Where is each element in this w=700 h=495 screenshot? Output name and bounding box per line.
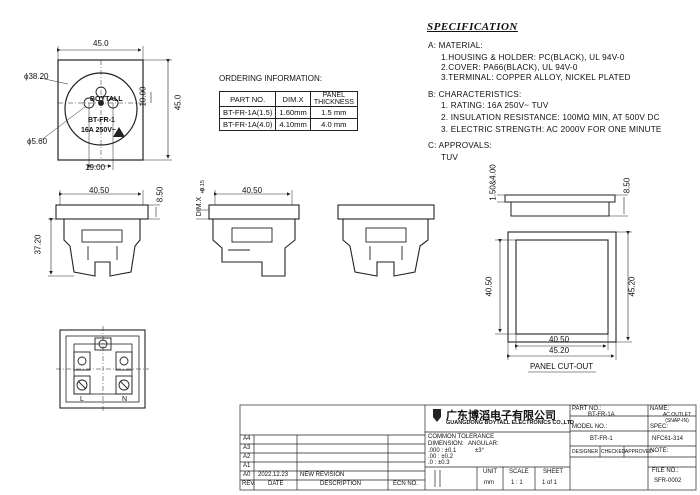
front-rating-label: 16A 250V~ — [81, 127, 116, 134]
rev-row-label: A1 — [243, 463, 251, 469]
tolerance-row: .00 : ±0.2 — [428, 454, 453, 460]
panel-outer-height-dim: 45.20 — [627, 276, 637, 297]
company-name-en: GUANGDONG BOYTALL ELECTRONICS CO.,LTD — [446, 420, 575, 426]
table-cell: 4.0 mm — [309, 118, 358, 131]
ordering-col-dimx: DIM.X — [275, 91, 311, 107]
panel-cutout-label: PANEL CUT-OUT — [530, 362, 594, 371]
spec-value: NFC61-314 — [652, 436, 684, 442]
spec-a-line: 3.TERMINAL: COPPER ALLOY, NICKEL PLATED — [441, 73, 631, 82]
spec-b-line: 1. RATING: 16A 250V~ TUV — [441, 101, 549, 110]
designer-label: DESIGNER — [572, 449, 599, 455]
sheet-label: SHEET — [543, 469, 564, 475]
side-a-depth-dim: 8.50 — [155, 186, 165, 203]
title-block-lines — [239, 404, 697, 491]
table-row: BT-FR-1A(4.0) 4.10mm 4.0 mm — [218, 118, 358, 131]
front-width-dim: 45.0 — [93, 39, 109, 48]
file-no-label: FILE NO.: — [652, 468, 679, 474]
panel-drawing — [495, 194, 632, 373]
checked-label: CHECKED — [601, 449, 626, 455]
rear-view — [56, 326, 149, 412]
spec-title: SPECIFICATION — [427, 21, 518, 33]
panel-depth-dim: 8.50 — [622, 177, 632, 194]
part-no-value: BT-FR-1A — [588, 412, 615, 418]
file-no-value: SFR-0002 — [654, 478, 682, 484]
table-row: BT-FR-1A(1.5) 1.60mm 1.5 mm — [218, 106, 358, 119]
side-view-right — [337, 204, 435, 277]
scale-value: 1 : 1 — [511, 480, 523, 486]
name-label: NAME: — [650, 406, 670, 412]
unit-label: UNIT — [483, 469, 497, 475]
front-pin-spacing-dim: 19.00 — [85, 163, 106, 172]
scale-label: SCALE — [509, 469, 529, 475]
rev-row-label: A3 — [243, 445, 251, 451]
ordering-header-row: PART NO. DIM.X PANEL THICKNESS — [218, 91, 358, 107]
rev-row-label: A2 — [243, 454, 251, 460]
ordering-col-thickness: PANEL THICKNESS — [309, 91, 358, 107]
spec-b-line: 2. INSULATION RESISTANCE: 100MΩ MIN, AT … — [441, 113, 660, 122]
front-brand-label: BOYTALL — [90, 96, 123, 103]
panel-thickness-dim: 1.50&4.00 — [488, 164, 498, 201]
rev-footer-date: DATE — [268, 481, 284, 487]
rev-row-label: A0 — [243, 472, 251, 478]
sheet-value: 1 of 1 — [542, 480, 558, 486]
table-cell: 4.10mm — [275, 118, 311, 131]
rev-a0-date: 2022.12.23 — [258, 472, 289, 478]
side-b-width-dim: 40.50 — [242, 186, 263, 195]
front-height-dim: 45.0 — [173, 94, 183, 111]
company-name-cn: 广东博滔电子有限公司 — [446, 410, 556, 422]
side-dimx-label: DIM.X — [196, 196, 204, 217]
spec-a-title: A: MATERIAL: — [428, 41, 484, 50]
rear-label-n: N — [122, 396, 128, 403]
spec-a-line: 2.COVER: PA66(BLACK), UL 94V-0 — [441, 63, 578, 72]
spec-c-title: C: APPROVALS: — [428, 141, 492, 150]
note-label: NOTE: — [650, 448, 669, 454]
side-dimx-tol-minus: 0 — [200, 188, 207, 192]
spec-a-line: 1.HOUSING & HOLDER: PC(BLACK), UL 94V-0 — [441, 53, 625, 62]
table-cell: 1.60mm — [275, 106, 311, 119]
panel-inner-width-dim: 40.50 — [549, 335, 570, 344]
ordering-heading: ORDERING INFORMATION: — [219, 74, 322, 83]
panel-outer-width-dim: 45.20 — [549, 346, 570, 355]
front-recess-dia-dim: ϕ38.20 — [24, 72, 49, 81]
tolerance-dimension-label: DIMENSION: — [428, 441, 464, 447]
ordering-table: PART NO. DIM.X PANEL THICKNESS BT-FR-1A(… — [218, 91, 358, 131]
panel-inner-height-dim: 40.50 — [484, 276, 494, 297]
ordering-col-part: PART NO. — [218, 91, 277, 107]
model-no-value: BT-FR-1 — [590, 436, 613, 442]
rear-label-l: L — [80, 396, 84, 403]
table-cell: BT-FR-1A(1.5) — [218, 106, 277, 119]
table-cell: BT-FR-1A(4.0) — [218, 118, 277, 131]
front-pin-dia-dim: ϕ5.60 — [27, 137, 48, 146]
approved-label: APPROVED — [625, 449, 653, 455]
side-dimx-tol-plus: +0.15 — [199, 180, 206, 194]
front-view — [39, 46, 172, 170]
spec-b-title: B: CHARACTERISTICS: — [428, 90, 522, 99]
side-view-middle — [196, 190, 300, 277]
table-cell: 1.5 mm — [309, 106, 358, 119]
tolerance-row: .0 : ±0.3 — [428, 460, 450, 466]
side-a-width-dim: 40.50 — [89, 186, 110, 195]
rev-footer-rev: REV. — [242, 481, 256, 487]
unit-value: mm — [484, 480, 494, 486]
rev-a0-description: NEW REVISION — [300, 472, 345, 478]
side-view-left — [48, 190, 160, 277]
name-value: AC OUTLET (SNAP-IN) — [662, 412, 692, 424]
spec-label: SPEC: — [650, 424, 669, 430]
rev-footer-description: DESCRIPTION — [320, 481, 362, 487]
rev-footer-ecn: ECN NO. — [393, 481, 419, 487]
front-inner-height-dim: 10.00 — [138, 86, 148, 107]
tolerance-row: .000 : ±0.1 — [428, 448, 457, 454]
tolerance-angular-label: ANGULAR: — [468, 441, 499, 447]
model-no-label: MODEL NO.: — [572, 424, 608, 430]
side-a-height-dim: 37.20 — [33, 234, 43, 255]
rev-row-label: A4 — [243, 436, 251, 442]
spec-b-line: 3. ELECTRIC STRENGTH: AC 2000V FOR ONE M… — [441, 125, 662, 134]
tolerance-angular-value: ±3° — [475, 448, 485, 454]
tolerance-title: COMMON TOLERANCE — [428, 434, 495, 440]
front-model-label: BT-FR-1 — [88, 117, 115, 124]
spec-c-line: TUV — [441, 153, 458, 162]
part-no-label: PART NO.: — [572, 406, 602, 412]
